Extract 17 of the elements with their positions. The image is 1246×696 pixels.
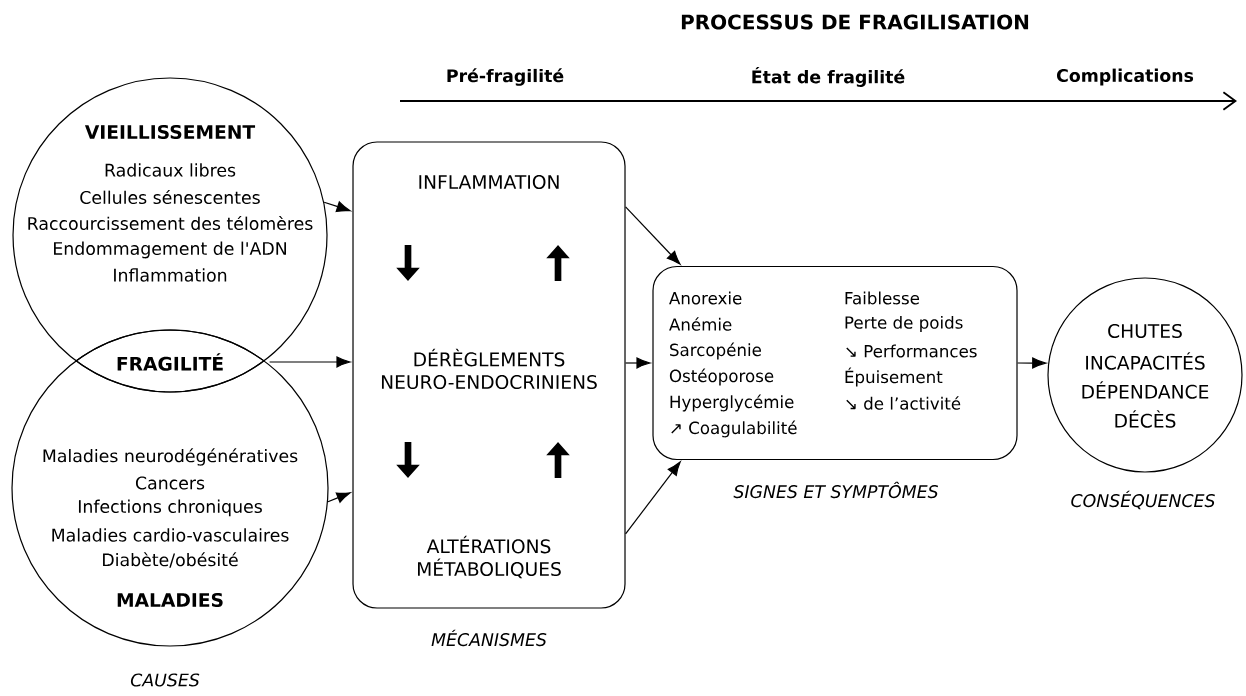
stage-label: Pré-fragilité [447,68,564,86]
overlap-lens: FRAGILITÉ [75,329,265,393]
arrow [327,492,351,503]
mechanism-box: INFLAMMATION DÉRÈGLEMENTS NEURO-ENDOCRINIENS ALTÉRATIONS MÉTABOLIQUES [352,141,626,609]
arrow [625,206,681,265]
stage-caption: MÉCANISMES [431,629,547,647]
stage-label: État de fragilité [752,67,905,87]
stage-label: Complications [1057,68,1194,86]
arrow [625,357,651,369]
arrow [625,461,681,535]
arrow [323,201,351,212]
stage-caption: SIGNES ET SYMPTÔMES [733,481,939,499]
symptom-box: Anorexie Anémie Sarcopénie Ostéoporose Hyperglycémie ↗ Coagulabilité Faiblesse Perte de poids ↘ Performances Épuisement ↘ de l’activité [652,265,1018,461]
group-caption: CAUSES [130,673,200,687]
arrow [1017,357,1047,369]
stage-caption: CONSÉQUENCES [1071,490,1215,510]
title: PROCESSUS DE FRAGILISATION [681,14,1029,30]
